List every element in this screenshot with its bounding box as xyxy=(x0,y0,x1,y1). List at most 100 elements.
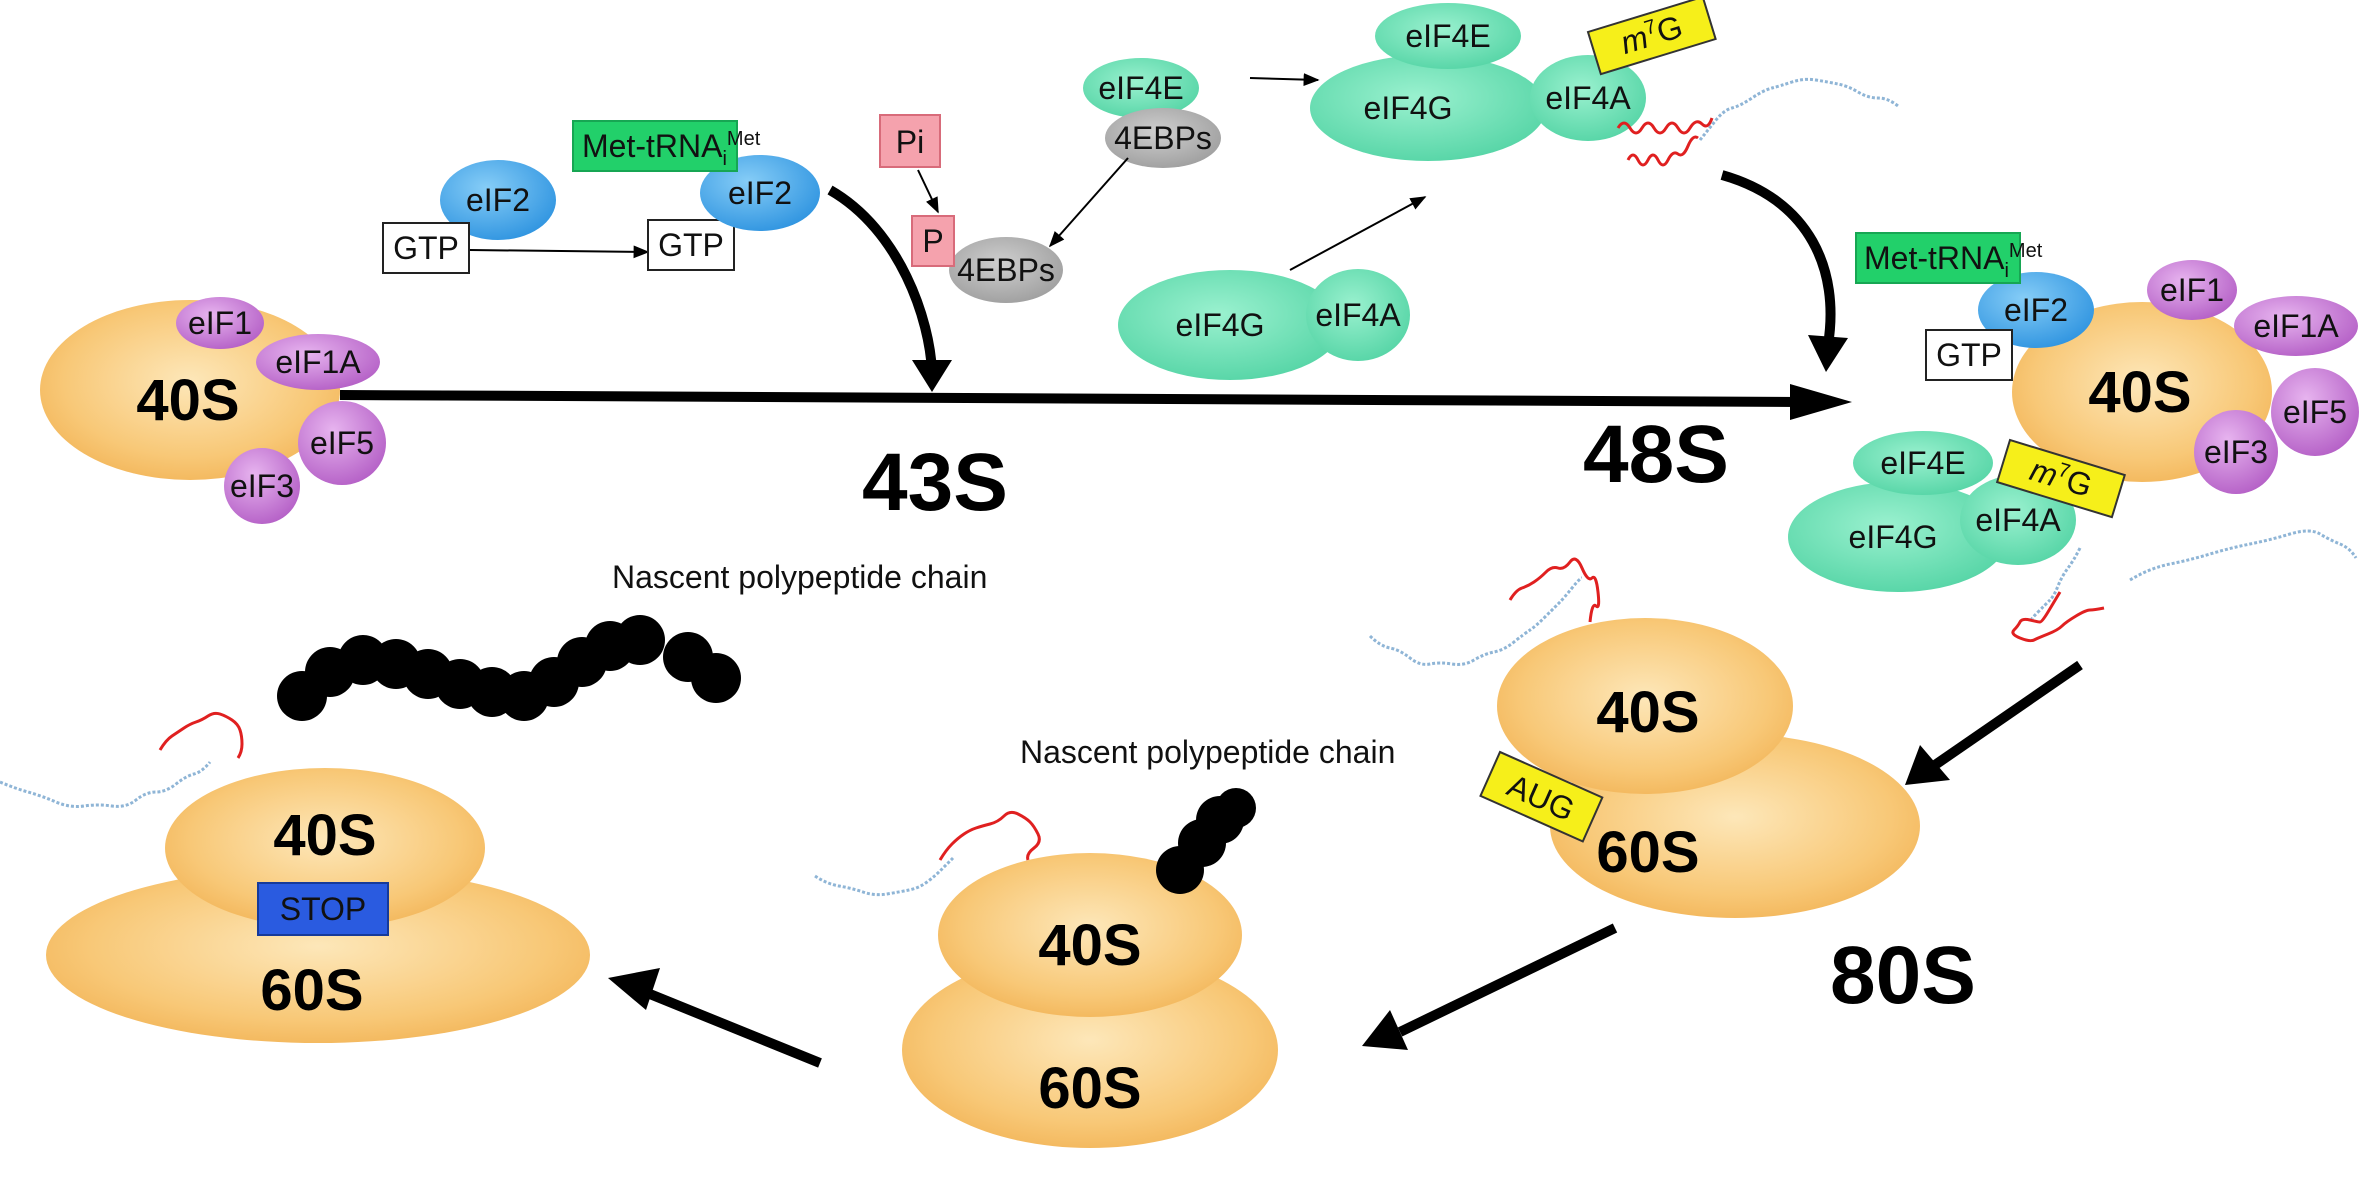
eif4g-free-label: eIF4G xyxy=(1176,307,1265,343)
ribosome-40s-80s xyxy=(1497,618,1793,794)
eif4g-eif4a-free: eIF4G eIF4A xyxy=(1118,196,1427,380)
mrna-5utr-top xyxy=(1616,117,1714,135)
m7g-cap-48s: m7G xyxy=(1995,438,2127,519)
m7g-cap-top: m7G xyxy=(1586,0,1717,76)
label-40s-initial: 40S xyxy=(136,368,239,433)
ebp-release-arrow xyxy=(1048,157,1129,248)
m7g-box-48s xyxy=(1995,438,2127,519)
eif5-initial-label: eIF5 xyxy=(310,425,374,461)
mrna-5utr-stop xyxy=(158,711,244,759)
arrow-elongation-to-termination-head xyxy=(608,968,660,1010)
ebp-bound-label: 4EBPs xyxy=(1114,120,1212,156)
polypeptide-bead xyxy=(615,615,665,665)
eif4a-48s-label: eIF4A xyxy=(1975,502,2061,538)
mrna-link-48s xyxy=(2030,547,2082,622)
p-box xyxy=(911,215,955,267)
polypeptide-bead xyxy=(1216,788,1256,828)
eif5-initial xyxy=(298,401,386,485)
eif1-48s xyxy=(2147,260,2237,320)
eif4e-complex xyxy=(1375,3,1521,69)
eif1a-48s-label: eIF1A xyxy=(2253,308,2339,344)
ribosome-40s-stop xyxy=(165,768,485,928)
mrna-coding-mid xyxy=(814,856,955,897)
label-40s-80s: 40S xyxy=(1596,680,1699,745)
ebp-bound xyxy=(1105,108,1221,168)
stage-43s-label: 43S xyxy=(862,437,1008,528)
eif3-48s-label: eIF3 xyxy=(2204,434,2268,470)
initial-40s-complex: 40S eIF1 eIF1A eIF5 eIF3 xyxy=(40,297,386,524)
eif1-48s-label: eIF1 xyxy=(2160,272,2224,308)
polypeptide-long xyxy=(277,615,741,721)
nascent-chain-label-top: Nascent polypeptide chain xyxy=(612,559,987,595)
ribosome-40s-initial xyxy=(40,300,340,480)
eif1a-initial xyxy=(256,334,380,390)
eif4f-cap-complex: eIF4G eIF4E eIF4A m7G xyxy=(1310,0,1899,372)
gtp-free-label: GTP xyxy=(393,230,459,266)
arrow-80s-to-elongation-line xyxy=(1397,923,1618,1037)
met-trna-label-top: Met-tRNAiMet xyxy=(582,128,761,170)
eif4g-complex xyxy=(1310,55,1546,161)
eif4g-free xyxy=(1118,270,1342,380)
label-40s-stop: 40S xyxy=(273,803,376,868)
met-trna-box-48s xyxy=(1855,232,2021,284)
pi-arrow xyxy=(917,169,939,214)
mrna-coding-stop xyxy=(0,761,212,808)
mrna-red-top xyxy=(1626,135,1699,167)
arrow-48s-to-80s-line xyxy=(1932,660,2083,770)
mrna-coding-48s xyxy=(2129,529,2358,582)
eif4g-48s xyxy=(1788,482,2008,592)
eif2-bound xyxy=(700,155,820,231)
complex-48s: 40S eIF1 eIF1A eIF5 eIF3 eIF2 GTP Met-tR… xyxy=(1788,232,2359,643)
gtp-transfer-arrow xyxy=(469,245,650,259)
cap-joining-arrowhead xyxy=(1808,335,1848,372)
stop-codon-box xyxy=(257,882,389,936)
eif4a-complex-label: eIF4A xyxy=(1545,80,1631,116)
main-progress-arrowhead xyxy=(1790,384,1852,420)
eif4e-48s-label: eIF4E xyxy=(1880,445,1965,481)
eif4g-assembly-arrow xyxy=(1289,196,1427,271)
nascent-chain-label-mid: Nascent polypeptide chain xyxy=(1020,734,1395,770)
eif4e-free xyxy=(1083,58,1199,118)
mrna-coding-top xyxy=(1698,77,1899,141)
eif3-initial-label: eIF3 xyxy=(230,468,294,504)
ebp-phosphorylation: Pi 4EBPs P eIF4E 4EBPs xyxy=(879,58,1320,303)
gtp-bound-label: GTP xyxy=(658,227,724,263)
eif4g-48s-label: eIF4G xyxy=(1849,519,1938,555)
ternary-joining-curve xyxy=(827,185,937,373)
met-trna-label-48s: Met-tRNAiMet xyxy=(1864,240,2043,282)
label-40s-48s: 40S xyxy=(2088,360,2191,425)
ebp-phospho xyxy=(949,237,1063,303)
eif3-48s xyxy=(2194,410,2278,494)
eif4e-release-arrow xyxy=(1249,73,1320,86)
eif4a-free-label: eIF4A xyxy=(1315,297,1401,333)
complex-80s: 40S 60S AUG 80S xyxy=(1368,557,1976,1021)
eif3-initial xyxy=(224,448,300,524)
eif2-bound-label: eIF2 xyxy=(728,175,792,211)
eif1-initial xyxy=(176,297,264,349)
stage-80s-label: 80S xyxy=(1830,930,1976,1021)
arrow-80s-to-elongation-head xyxy=(1362,1010,1408,1050)
ternary-complex-formation: eIF2 GTP GTP eIF2 Met-tRNAiMet xyxy=(382,120,952,392)
mrna-coding-80s xyxy=(1368,576,1583,666)
ribosome-60s-stop xyxy=(46,867,590,1043)
eif2-free-label: eIF2 xyxy=(466,182,530,218)
ribosome-60s-mid xyxy=(902,952,1278,1148)
gtp-box-48s xyxy=(1925,329,2013,381)
eif4e-free-label: eIF4E xyxy=(1098,70,1183,106)
elongating-ribosome: Nascent polypeptide chain 40S 60S xyxy=(814,734,1395,1148)
gtp-48s-label: GTP xyxy=(1936,337,2002,373)
mrna-5utr-48s xyxy=(2011,591,2105,643)
gtp-box-bound xyxy=(647,219,735,271)
pi-label: Pi xyxy=(896,124,924,160)
eif5-48s-label: eIF5 xyxy=(2283,394,2347,430)
stage-48s-label: 48S xyxy=(1583,409,1729,500)
main-progress-line xyxy=(339,390,1801,407)
eif4a-complex xyxy=(1530,55,1646,141)
m7g-box-top xyxy=(1586,0,1717,76)
eif1a-initial-label: eIF1A xyxy=(275,344,361,380)
m7g-label-top: m7G xyxy=(1616,8,1686,61)
eif4e-48s xyxy=(1853,431,1993,495)
mrna-5utr-80s xyxy=(1508,557,1601,623)
